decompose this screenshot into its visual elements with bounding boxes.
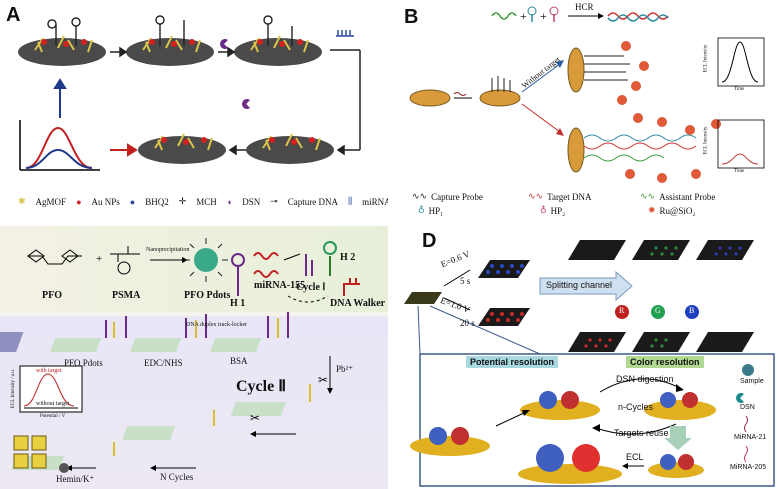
- g-label: G: [655, 306, 661, 315]
- t1-label: 5 s: [460, 276, 471, 286]
- svg-text:+: +: [520, 9, 527, 23]
- pfo-label: PFO: [42, 290, 62, 301]
- mirna-icon: ⫼: [348, 196, 353, 206]
- mirna-label: miRNA-155: [254, 280, 306, 291]
- panel-d: D: [400, 226, 778, 489]
- legend-bhq2: BHQ2: [145, 196, 169, 207]
- hcr-label: HCR: [575, 2, 594, 12]
- panel-b: B + + HC: [400, 0, 778, 222]
- legend-target-dna: ∿∿Target DNA: [528, 191, 592, 202]
- h1-label: H 1: [230, 298, 246, 309]
- with-target-label: with target: [36, 368, 62, 374]
- targets-reuse-label: Targets reuse: [614, 428, 669, 438]
- panel-d-label: D: [422, 230, 437, 252]
- dsn-legend-icon: ◖: [226, 196, 233, 207]
- svg-text:✂: ✂: [318, 373, 328, 387]
- panel-c: C +: [0, 226, 388, 489]
- pb-label: Pb²⁺: [336, 364, 353, 374]
- dsn-digestion-label: DSN digestion: [616, 374, 674, 384]
- ncycles-label: N Cycles: [160, 472, 194, 482]
- ecl-label: ECL: [626, 452, 644, 462]
- panel-b-diagram: + +: [409, 6, 765, 183]
- panel-a-diagram: [18, 15, 361, 171]
- legend-dsn: DSN: [740, 404, 755, 411]
- time-axis-label-2: Time: [734, 169, 745, 174]
- dsn-icon: [220, 39, 228, 49]
- top-band: [0, 226, 388, 312]
- panel-b-label: B: [404, 6, 419, 28]
- n-cycles-label: n-Cycles: [618, 402, 654, 412]
- panel-c-diagram: +: [0, 238, 360, 473]
- legend-mirna: miRNA-107: [362, 196, 388, 207]
- legend-mch: MCH: [196, 196, 217, 207]
- panel-a: A: [0, 0, 388, 222]
- potential-label: Potential / V: [40, 414, 66, 419]
- legend-capture: Capture DNA: [287, 196, 339, 207]
- panel-a-legend: ✱ AgMOF ● Au NPs ● BHQ2 ✛ MCH ◖ DSN ⊸ Capture …: [18, 196, 388, 207]
- panel-a-label: A: [6, 4, 21, 26]
- h2-label: H 2: [340, 252, 356, 263]
- ecl-plot: [19, 120, 100, 171]
- svg-text:✂: ✂: [250, 411, 260, 425]
- svg-text:+: +: [540, 9, 547, 23]
- legend-sample: Sample: [740, 378, 764, 385]
- legend-dsn: DSN: [242, 196, 261, 207]
- cycle1-label: Cycle Ⅰ: [296, 282, 326, 293]
- ru-sio2-particles: [617, 41, 721, 183]
- nanoprecip-label: Nanoprecipitation: [146, 247, 190, 253]
- edc-label: EDC/NHS: [144, 358, 183, 368]
- au-np-icon: ●: [76, 196, 82, 207]
- legend-mirna205: MiRNA-205: [730, 464, 767, 471]
- b-label: B: [689, 306, 695, 315]
- hemin-label: Hemin/K⁺: [56, 474, 95, 484]
- splitting-channel-label: Splitting channel: [546, 280, 613, 290]
- psma-label: PSMA: [112, 290, 141, 301]
- legend-ru-sio2: ✹Ru@SiO₂: [648, 205, 696, 216]
- panel-d-diagram: [404, 240, 775, 487]
- legend-assistant-probe: ∿∿Assistant Probe: [640, 191, 716, 202]
- without-target-label: without target: [36, 401, 70, 407]
- walker-label: DNA Walker: [330, 298, 386, 309]
- svg-text:+: +: [96, 253, 102, 265]
- bhq2-icon: ●: [129, 196, 136, 207]
- cycle2-label: Cycle Ⅱ: [236, 378, 287, 395]
- ecl-axis-label-2: ECL Intensity: [703, 126, 709, 155]
- legend-mirna21: MiRNA-21: [734, 434, 767, 441]
- ecl-axis-label: ECL Intensity / a.u.: [11, 368, 17, 409]
- r-label: R: [619, 306, 625, 315]
- capture-dna-icon: ⊸: [270, 196, 278, 206]
- time-axis-label: Time: [734, 87, 745, 92]
- agmof-icon: ✱: [18, 196, 26, 206]
- legend-hp2: ♁HP₂: [540, 205, 566, 216]
- ecl-axis-label: ECL Intensity: [703, 44, 709, 73]
- t2-label: 20 s: [460, 318, 475, 328]
- legend-hp1: ♁HP₁: [418, 205, 444, 216]
- pdots2-label: PFO Pdots: [64, 358, 103, 368]
- pdots-label: PFO Pdots: [184, 290, 231, 301]
- potential-resolution-label: Potential resolution: [466, 356, 559, 368]
- legend-agmof: AgMOF: [35, 196, 67, 207]
- legend-au: Au NPs: [91, 196, 120, 207]
- legend-capture-probe: ∿∿Capture Probe: [412, 191, 483, 202]
- mch-icon: ✛: [178, 196, 187, 206]
- bsa-label: BSA: [230, 356, 248, 366]
- duplex-label: DNA duplex track-locker: [186, 322, 247, 328]
- color-resolution-label: Color resolution: [626, 356, 704, 368]
